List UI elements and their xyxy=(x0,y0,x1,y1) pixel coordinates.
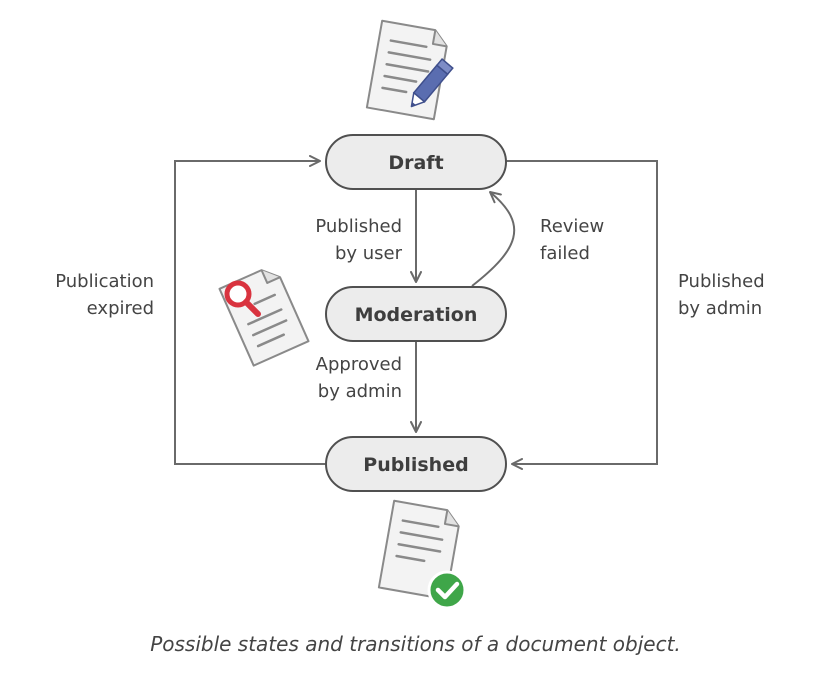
edge-publication-expired xyxy=(174,155,328,465)
label-review-failed-line2: failed xyxy=(540,243,590,264)
checkmark-icon xyxy=(427,570,467,610)
state-draft-label: Draft xyxy=(388,152,443,174)
label-publication-expired-line1: Publication xyxy=(55,271,154,292)
label-published-by-user-line1: Published xyxy=(315,216,402,237)
label-review-failed-line1: Review xyxy=(540,216,604,237)
edge-review-failed xyxy=(471,191,516,287)
document-search-icon xyxy=(218,269,310,367)
state-draft: Draft xyxy=(325,134,507,190)
label-published-by-admin-line2: by admin xyxy=(678,298,762,319)
magnifier-icon xyxy=(224,280,261,317)
pencil-icon xyxy=(410,58,454,108)
state-moderation: Moderation xyxy=(325,286,507,342)
figure-caption: Possible states and transitions of a doc… xyxy=(150,632,681,656)
state-published-label: Published xyxy=(363,454,468,476)
state-published: Published xyxy=(325,436,507,492)
label-approved-by-admin-line1: Approved xyxy=(316,354,402,375)
label-publication-expired-line2: expired xyxy=(87,298,154,319)
edge-published-by-admin xyxy=(505,160,658,470)
label-published-by-admin-line1: Published xyxy=(678,271,765,292)
label-approved-by-admin-line2: by admin xyxy=(318,381,402,402)
state-moderation-label: Moderation xyxy=(355,304,478,326)
label-published-by-user-line2: by user xyxy=(335,243,403,264)
